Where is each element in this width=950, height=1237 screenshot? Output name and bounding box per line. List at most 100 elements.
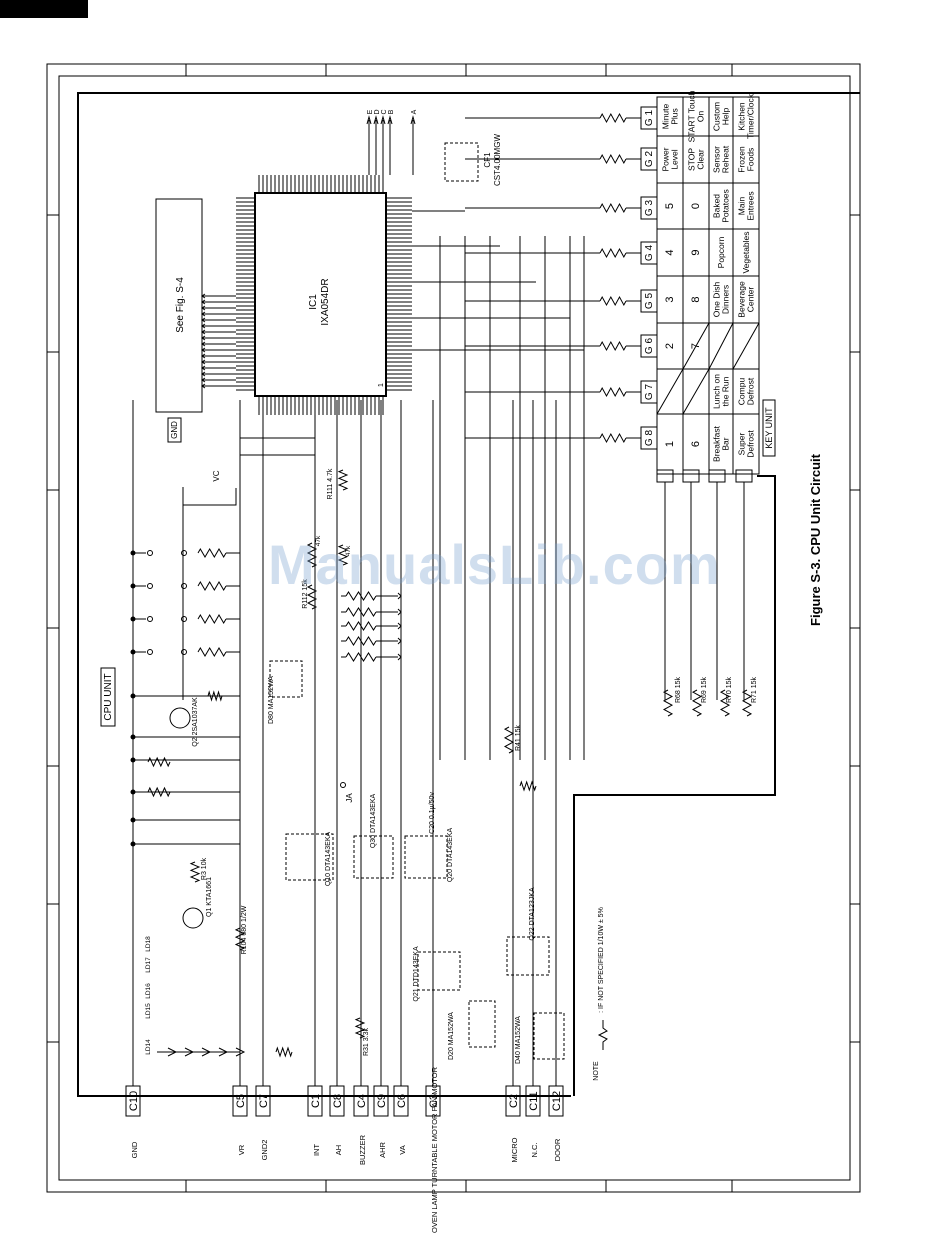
bus-label-e: E [367,109,374,114]
key-diagonal [708,322,734,370]
key-cell: Power [661,147,671,171]
resistor [197,614,227,624]
arrowhead [366,115,372,125]
connector-c3-label: C3 [428,1094,440,1108]
g-pin-label: G 8 [644,430,655,447]
gnd-box [167,417,182,443]
q22-box [506,936,550,976]
key-cell: Plus [670,108,680,125]
key-cell: Defrost [746,377,756,405]
key-cell: START Touch [687,90,697,142]
resistor-value: 47k [345,545,352,556]
key-connector [708,469,726,483]
key-cell: Dinners [721,285,731,314]
signal-c10-label: GND [130,1141,139,1158]
arrow [201,329,206,335]
resistor [354,1017,366,1039]
resistor [599,112,627,124]
component-label: R70 15k [726,676,733,703]
arrow [201,377,206,383]
bus-label-c: C [381,109,388,114]
bus-label-b: B [388,109,395,114]
key-cell: Help [721,107,731,125]
open-terminal [181,649,187,655]
resistor [147,786,171,798]
arrow [201,365,206,371]
arrowhead [410,115,416,125]
key-cell: Entrees [746,191,756,220]
arrow [201,311,206,317]
q1-transistor [182,907,204,929]
resistor [275,1046,293,1058]
key-cell: Bar [721,437,731,450]
open-terminal [181,616,187,622]
key-cell: 1 [664,441,676,447]
component-label: D20 MA152WA [448,1012,455,1060]
note-label: NOTE [593,1061,600,1081]
key-cell: Popcorn [716,236,726,268]
key-cell: the Run [721,376,731,406]
key-cell: 3 [664,296,676,302]
resistor [147,756,171,768]
resistor [599,340,627,352]
key-cell: 0 [690,203,702,209]
component-label: R31 3.3k [363,1027,370,1056]
arrow [201,353,206,359]
arrow [201,299,206,305]
wire [183,488,237,506]
component-label: R71 15k [751,676,758,703]
resistor [337,469,349,491]
component-label: R112 15k [302,579,309,609]
key-cell: 9 [690,249,702,255]
resistor [503,726,515,754]
key-cell: Breakfast [712,425,722,462]
component-label: R111 4.7k [327,468,334,499]
component-label: C20 0.1µ/50v [429,792,436,834]
q2-transistor [169,707,191,729]
arrow [201,341,206,347]
signal-c12-label: DOOR [553,1138,562,1161]
connector-c8-label: C8 [332,1094,344,1108]
arrow [201,293,206,299]
led-label: LD18 [145,936,152,952]
signal-c2-label: MICRO [510,1137,519,1162]
key-unit-box [762,399,776,457]
signal-c5-label: VR [237,1144,246,1155]
signal-c11-label: N.C. [530,1143,539,1158]
key-cell: Custom [712,102,722,131]
key-cell: Super [737,432,747,455]
key-cell: Frozen [737,146,747,173]
crystal-ref: CF1 [483,152,492,168]
figure-caption: Figure S-3. CPU Unit Circuit [808,453,823,626]
g-pin-label: G 7 [644,384,655,401]
signal-c9-label: AHR [378,1142,387,1158]
arrow [201,323,206,329]
key-cell: 4 [664,249,676,255]
connector-c2-label: C2 [508,1094,520,1108]
q21-box [417,951,461,991]
resistor [691,689,703,717]
connector-c5-label: C5 [235,1094,247,1108]
key-diagonal [732,322,760,370]
arrow [201,335,206,341]
component-label: Q10 DTA143EKA [325,831,332,886]
resistor [741,689,753,717]
key-diagonal [656,368,684,415]
note-resistor-symbol [597,1020,608,1050]
key-cell: 6 [690,441,702,447]
key-cell: Foods [746,148,756,172]
resistor-value: 47k [315,535,322,546]
signal-c7-label: GND2 [260,1140,269,1161]
ground-bus [77,92,860,1097]
ic1-ref: IC1 [308,294,319,310]
resistor [599,153,627,165]
resistor [599,432,627,444]
key-cell: Reheat [721,145,731,173]
connector-c7-label: C7 [258,1094,270,1108]
cpu-unit-label: CPU UNIT [103,673,114,720]
arrow [201,371,206,377]
resistor [197,581,227,591]
g-pin-label: G 1 [644,110,655,127]
component-label: R104 680 1/2W [241,905,248,954]
arrow [201,383,206,389]
